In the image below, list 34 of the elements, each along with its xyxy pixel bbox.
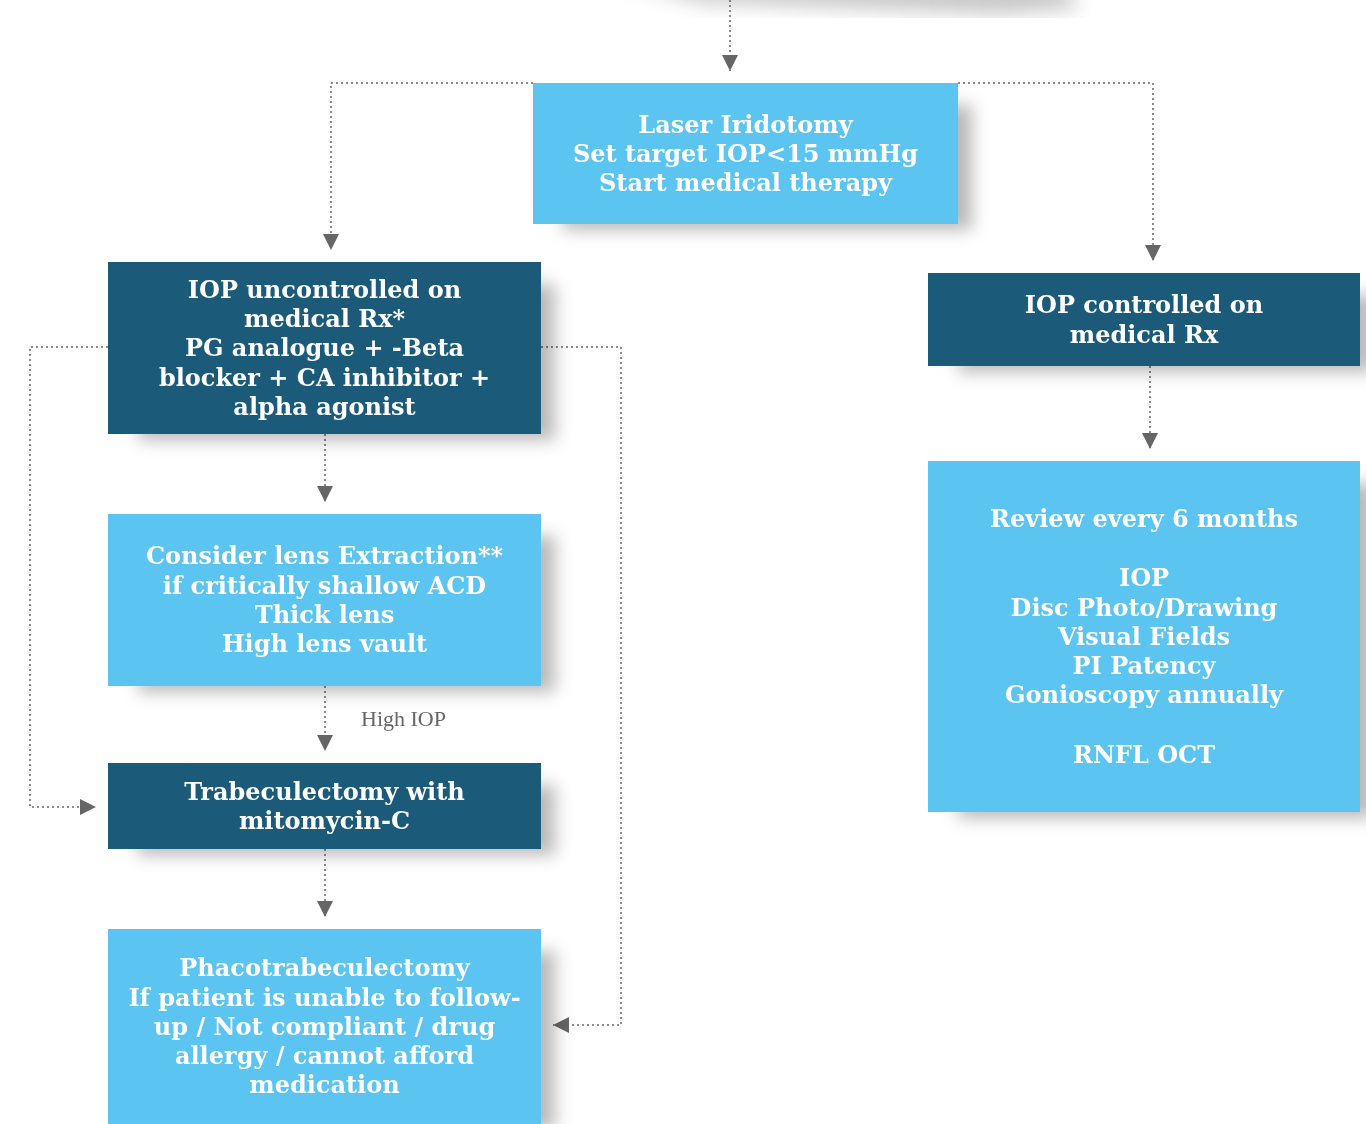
arrow	[29, 346, 109, 815]
arrow	[317, 685, 333, 752]
box-text: Consider lens Extraction** if critically shallow ACD	[144, 541, 505, 600]
arrow	[957, 82, 1161, 262]
arrow	[317, 848, 333, 918]
box-text: Gonioscopy annually	[1005, 680, 1283, 710]
box-text: Disc Photo/Drawing	[1010, 592, 1278, 622]
process-box	[108, 262, 541, 434]
process-box	[533, 83, 958, 224]
arrow	[317, 433, 333, 503]
box-text: Review every 6 months	[990, 504, 1298, 534]
box-text: High lens vault	[221, 629, 428, 659]
box-text: IOP uncontrolled on medical Rx*	[186, 274, 463, 334]
box-text: IOP	[1118, 563, 1170, 593]
arrow	[722, 0, 738, 72]
box-text: Laser Iridotomy	[638, 109, 853, 139]
process-box	[108, 929, 541, 1124]
box-text: PG analogue + -Beta blocker + CA inhibitor + alpha agonist	[157, 333, 492, 422]
process-box	[108, 763, 541, 849]
box-text: If patient is unable to follow-up / Not compliant / drug allergy / cannot afford medication	[127, 982, 522, 1100]
box-text: Trabeculectomy with mitomycin-C	[183, 776, 466, 836]
box-text: RNFL OCT	[1073, 739, 1215, 769]
box-text: Start medical therapy	[599, 168, 892, 198]
box-text: Visual Fields	[1057, 621, 1231, 652]
process-box	[108, 514, 541, 686]
arrow	[1142, 365, 1158, 450]
box-text: PI Patency	[1072, 651, 1216, 681]
arrow	[323, 82, 534, 251]
box-text: IOP controlled on medical Rx	[1023, 290, 1265, 349]
process-box	[928, 461, 1360, 812]
process-box	[928, 273, 1360, 366]
box-text: Thick lens	[254, 600, 395, 630]
box-text: Phacotrabeculectomy	[179, 953, 470, 983]
box-text: Set target IOP<15 mmHg	[572, 138, 919, 169]
